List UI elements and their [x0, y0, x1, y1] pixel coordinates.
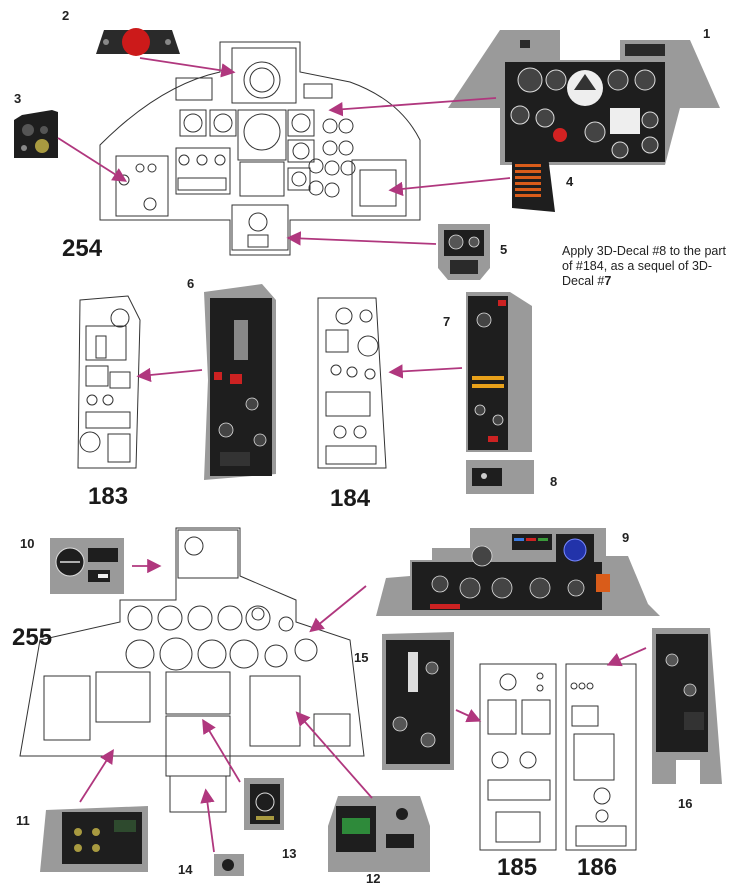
decal-number-12: 12 [366, 871, 380, 883]
arrow-decal-3 [57, 137, 128, 182]
part-number-184: 184 [330, 485, 371, 512]
arrow-decal-15 [455, 708, 482, 723]
part-number-186: 186 [577, 854, 617, 881]
decal-number-3: 3 [14, 91, 21, 106]
part-183-side-panel-outline [77, 295, 141, 469]
arrow-decal-2 [139, 57, 236, 78]
arrow-decal-14 [200, 788, 215, 853]
decal-8-small-panel [466, 460, 534, 494]
arrow-decal-4 [388, 177, 511, 197]
decal-number-16: 16 [678, 796, 692, 811]
arrow-decal-1 [328, 97, 497, 117]
part-number-254: 254 [62, 235, 103, 262]
decal-number-9: 9 [622, 530, 629, 545]
decal-number-13: 13 [282, 846, 296, 861]
instruction-note: Apply 3D-Decal #8 to the part of #184, a… [562, 244, 727, 289]
arrow-decal-6 [136, 367, 203, 383]
decal-number-5: 5 [500, 242, 507, 257]
part-255-panel-outline [19, 527, 365, 813]
decal-2-warning-panel [96, 28, 180, 56]
part-254-panel-outline [99, 41, 421, 256]
decal-1-main-panel [448, 30, 720, 165]
instruction-emphasis: 7 [604, 274, 612, 288]
arrow-decal-9 [309, 585, 367, 633]
part-184-side-panel-outline [317, 297, 387, 469]
part-185-side-panel-outline [479, 663, 557, 851]
decal-12-console [328, 796, 430, 872]
decal-number-15: 15 [354, 650, 368, 665]
decal-6-console [204, 284, 276, 480]
decal-number-4: 4 [566, 174, 574, 189]
decal-11-console [40, 806, 148, 872]
decal-number-2: 2 [62, 8, 69, 23]
decal-7-console [466, 292, 532, 452]
decal-16-console [652, 628, 722, 784]
arrow-decal-11 [79, 748, 114, 803]
decal-number-1: 1 [703, 26, 710, 41]
leader-arrows [57, 57, 647, 853]
decal-number-8: 8 [550, 474, 557, 489]
decal-number-11: 11 [16, 813, 30, 828]
decal-10-small-panel [50, 538, 124, 594]
arrow-decal-12 [295, 711, 373, 799]
instruction-text: Apply 3D-Decal #8 to the part of #184, a… [562, 244, 726, 288]
arrow-decal-7 [388, 364, 463, 379]
arrow-decal-13 [202, 718, 241, 783]
decal-14-small-panel [214, 854, 244, 876]
part-number-255: 255 [12, 624, 52, 651]
arrow-decal-16 [606, 647, 647, 667]
decal-number-6: 6 [187, 276, 194, 291]
decal-number-7: 7 [443, 314, 450, 329]
decal-4-switch-panel [512, 156, 555, 212]
part-number-183: 183 [88, 483, 128, 510]
decal-number-10: 10 [20, 536, 34, 551]
decal-5-lower-console [438, 224, 490, 280]
decal-15-console [382, 632, 454, 770]
part-186-side-panel-outline [565, 663, 637, 851]
decal-3-side-panel [14, 110, 58, 158]
decal-number-14: 14 [178, 862, 193, 877]
decal-9-rear-panel [376, 528, 660, 616]
part-number-185: 185 [497, 854, 537, 881]
decal-13-screen-panel [244, 778, 284, 830]
arrow-decal-5 [286, 231, 437, 246]
